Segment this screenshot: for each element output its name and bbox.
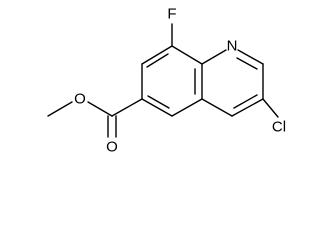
bond-oester-methyl (47, 101, 73, 117)
atom-label-chlorine: Cl (272, 119, 286, 136)
bond-c6-c5 (141, 98, 173, 117)
atom-label-carbonyl-oxygen: O (106, 139, 118, 156)
bond-c8-c8a (171, 45, 203, 65)
atom-label-nitrogen: N (227, 38, 238, 55)
atom-label-fluorine: F (167, 6, 176, 23)
bond-n1-c2 (237, 49, 264, 65)
molecule-structure: F N O O Cl (47, 6, 286, 156)
bond-c5-c4a (171, 98, 203, 117)
bond-c3-cl (262, 98, 279, 118)
atom-label-ester-oxygen: O (74, 91, 86, 108)
bond-n1-c2-inner (236, 57, 258, 70)
bond-c3-c4 (231, 98, 264, 117)
bond-c8a-n1 (201, 49, 227, 65)
bond-c6-c5-inner (147, 95, 170, 109)
bond-c8-c7 (141, 45, 173, 65)
bond-c6-ccarbonyl (111, 98, 143, 117)
bond-c4-c4a (201, 98, 233, 117)
bond-c3-c4-inner (233, 94, 258, 109)
bond-c8-c7-inner (146, 53, 169, 68)
bond-ccarbonyl-oester (87, 101, 113, 117)
